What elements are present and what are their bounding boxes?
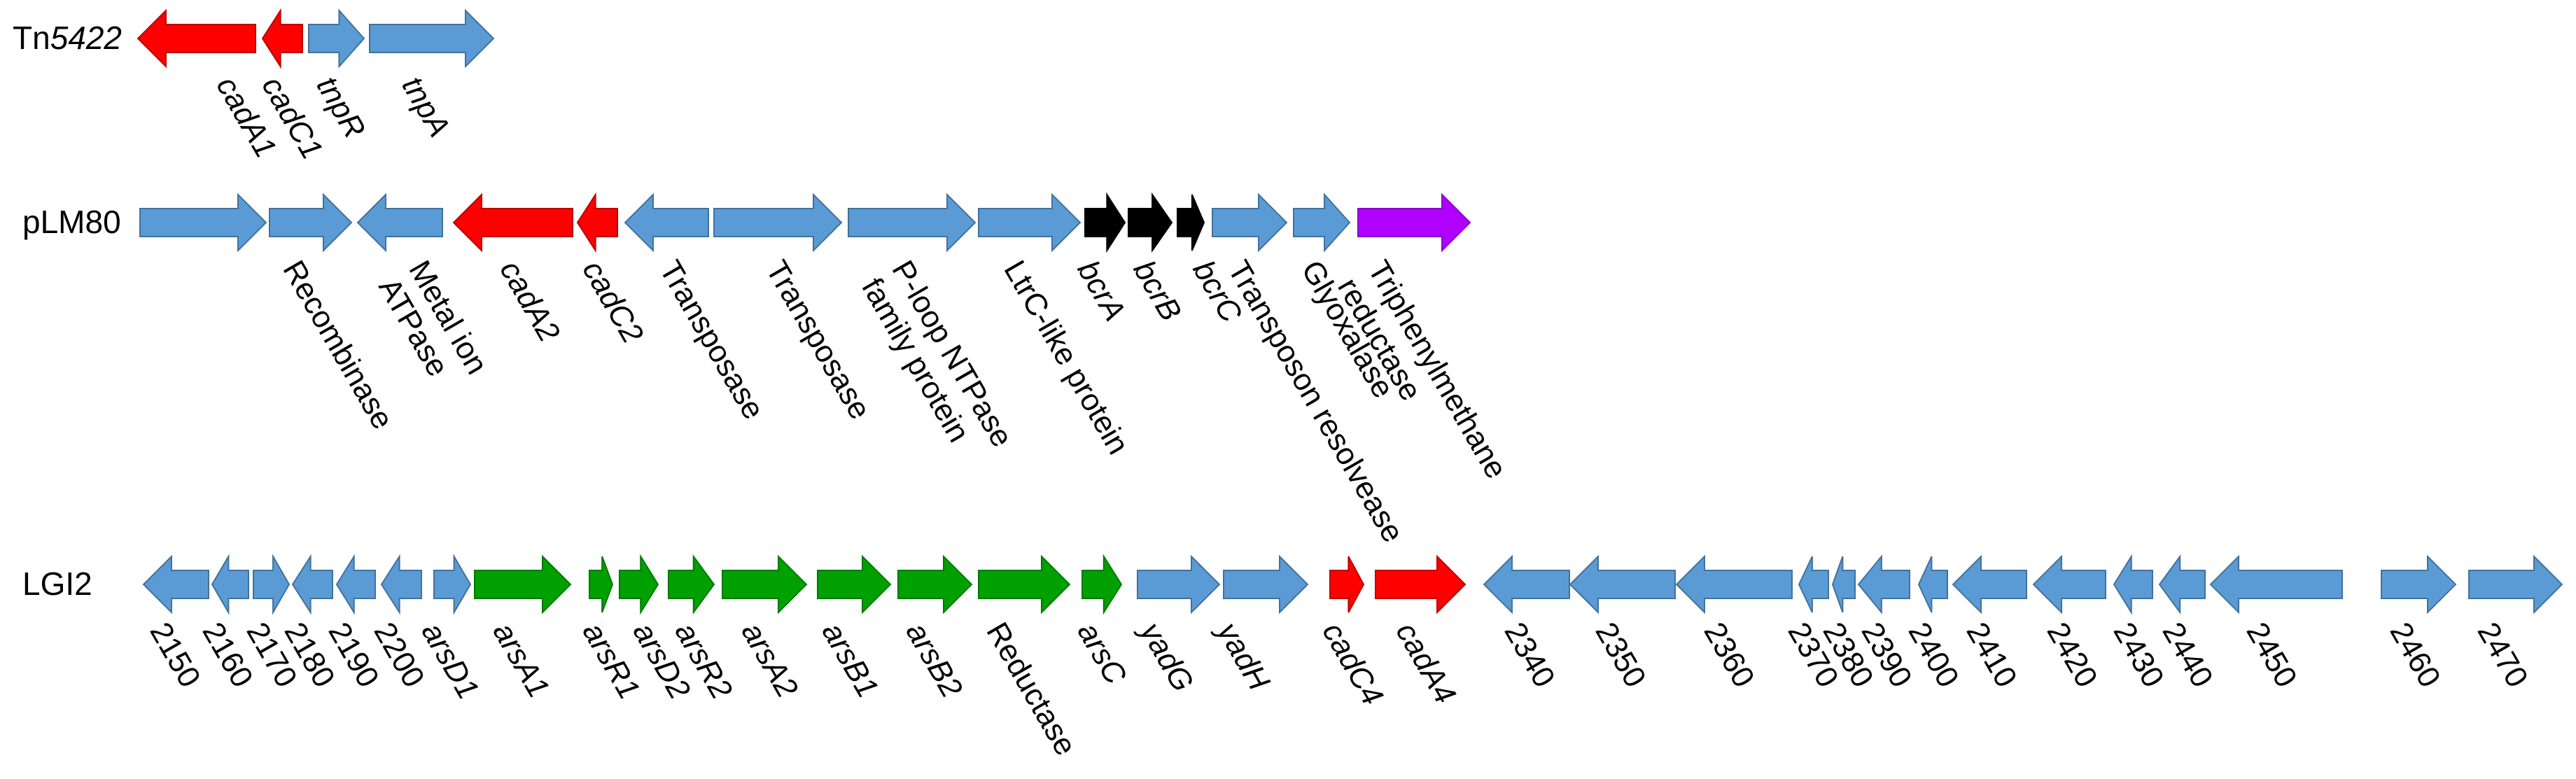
gene-label: tnpA (395, 71, 456, 143)
gene-arrow-ltrc-like-protein (978, 192, 1082, 253)
gene-label: 2430 (2106, 617, 2170, 693)
gene-label: cadA4 (1389, 617, 1462, 710)
gene-label: 2340 (1497, 617, 1561, 693)
gene-label: 2350 (1588, 617, 1652, 693)
gene-arrow-2340 (1483, 554, 1570, 615)
gene-label: yadG (1133, 615, 1200, 698)
gene-label: bcrB (1126, 255, 1188, 327)
gene-arrow-yadh (1223, 554, 1309, 615)
gene-arrow-cadc4 (1329, 556, 1365, 613)
gene-label: 2400 (1901, 617, 1965, 693)
gene-arrow-arsb1 (817, 554, 892, 615)
gene-arrow-metal-ion-atpase (356, 192, 443, 253)
gene-arrow-unlabeled (139, 192, 267, 253)
gene-arrow-glyoxalase (1293, 192, 1351, 253)
gene-arrow-2360 (1675, 554, 1793, 615)
gene-label: P-loop NTPasefamily protein (855, 255, 1019, 470)
gene-arrow-arsc (1082, 554, 1123, 615)
gene-label: 2460 (2383, 617, 2446, 693)
gene-label: Transposase (759, 255, 877, 425)
gene-arrow-bcrb (1128, 192, 1173, 253)
gene-arrow-2370 (1798, 556, 1829, 613)
gene-label: 2470 (2470, 617, 2534, 693)
gene-label: 2150 (143, 617, 206, 693)
gene-arrow-2160 (211, 554, 249, 615)
gene-label: 2200 (367, 617, 430, 693)
gene-arrow-cada2 (452, 192, 573, 253)
gene-label: 2440 (2155, 617, 2219, 693)
gene-arrow-2430 (2113, 554, 2153, 615)
gene-arrow-transposon-resolvease (1212, 192, 1288, 253)
gene-arrow-arsd2 (619, 554, 659, 615)
gene-arrow-2400 (1917, 556, 1948, 613)
gene-arrow-2420 (2032, 554, 2106, 615)
row-label: Tn5422 (13, 20, 122, 56)
gene-label: Recombinase (276, 255, 400, 435)
gene-arrow-2380 (1831, 556, 1856, 613)
gene-arrow-arsr1 (589, 556, 614, 613)
gene-label: yadH (1210, 615, 1276, 696)
gene-arrow-arsr2 (668, 554, 715, 615)
gene-label: bcrA (1070, 255, 1132, 327)
row-label: pLM80 (22, 204, 121, 240)
gene-arrow-transposase (713, 192, 843, 253)
gene-arrow-2450 (2209, 554, 2343, 615)
gene-arrow-triphenylmethane-reductase (1357, 192, 1471, 253)
gene-arrow-2180 (291, 554, 333, 615)
gene-label: cadC4 (1315, 617, 1390, 711)
gene-label: Reductase (979, 617, 1083, 762)
gene-label: Metal ionATPase (372, 255, 494, 398)
gene-label: arsC (1070, 617, 1133, 691)
gene-arrow-2190 (335, 554, 376, 615)
gene-label: arsB1 (815, 617, 885, 703)
gene-arrow-arsd1 (433, 554, 472, 615)
gene-arrow-arsb2 (897, 554, 973, 615)
gene-label: Transposase (652, 255, 771, 425)
gene-arrow-tnpr (308, 8, 365, 69)
gene-label: cadA2 (493, 255, 566, 348)
gene-arrow-cadc1 (261, 8, 303, 69)
gene-arrow-arsa2 (722, 554, 808, 615)
gene-label: arsA2 (734, 617, 804, 703)
row-label: LGI2 (22, 566, 92, 602)
gene-arrow-cadc2 (576, 192, 618, 253)
gene-arrow-2200 (380, 554, 422, 615)
gene-label: 2410 (1959, 617, 2023, 693)
gene-arrow-cada4 (1375, 554, 1466, 615)
gene-arrow-bcra (1084, 192, 1126, 253)
gene-label: arsB2 (899, 617, 969, 703)
gene-label: arsA1 (486, 617, 556, 703)
gene-arrow-cada1 (136, 8, 256, 69)
gene-arrow-transposase (624, 192, 709, 253)
gene-label: arsD1 (414, 617, 485, 705)
gene-arrow-2410 (1952, 554, 2027, 615)
gene-arrow-bcrc (1177, 194, 1205, 251)
gene-arrow-yadg (1137, 554, 1221, 615)
gene-arrow-2390 (1857, 554, 1910, 615)
gene-arrow-2440 (2158, 554, 2206, 615)
gene-arrow-2350 (1569, 554, 1676, 615)
gene-arrow-arsa1 (474, 554, 572, 615)
gene-arrow-reductase (978, 554, 1071, 615)
gene-label: cadC2 (575, 255, 650, 349)
gene-arrow-2170 (253, 554, 290, 615)
gene-arrow-recombinase (269, 192, 353, 253)
gene-label: 2450 (2239, 617, 2303, 693)
gene-arrow-p-loop-ntpase-family-protein (848, 192, 976, 253)
gene-arrow-tnpa (369, 8, 495, 69)
gene-arrow-2470 (2468, 554, 2563, 615)
gene-arrow-2460 (2381, 554, 2457, 615)
gene-label: 2360 (1697, 617, 1760, 693)
gene-label: 2420 (2040, 617, 2104, 693)
gene-arrow-2150 (142, 554, 209, 615)
